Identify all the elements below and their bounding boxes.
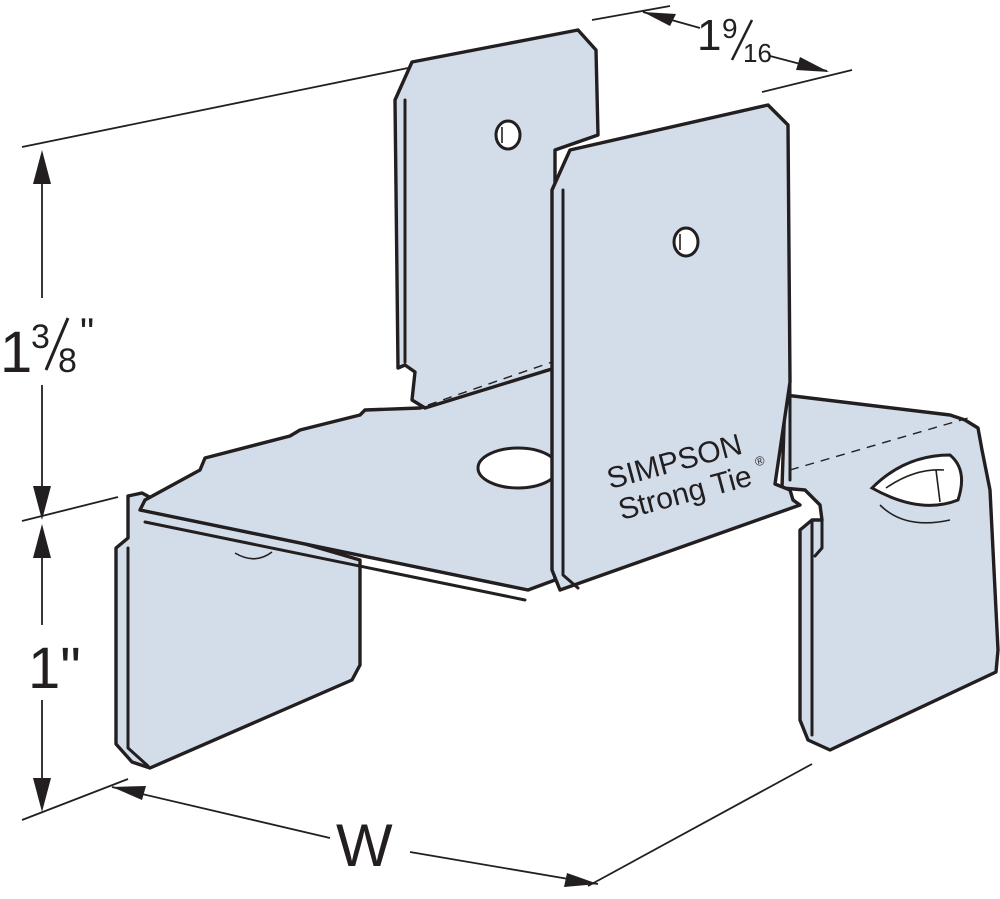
top-width-denominator: 16 (743, 38, 772, 68)
brand-registered: ® (753, 452, 767, 469)
dimension-top-width: 1 9 16 (697, 11, 772, 68)
upper-height-denominator: 8 (58, 342, 77, 380)
top-width-whole: 1 (697, 11, 721, 60)
front-flange (550, 103, 802, 592)
front-flange-hole (672, 226, 700, 258)
dimension-arrows (33, 12, 829, 887)
dimension-upper-height: 1 3 8 " (0, 311, 94, 385)
back-flange-hole (494, 119, 522, 151)
top-width-numerator: 9 (722, 13, 738, 44)
dimension-lower-height: 1" (28, 636, 81, 701)
dimension-width: W (336, 812, 393, 879)
upper-height-inch-mark: " (80, 311, 94, 355)
right-leg (780, 393, 1000, 752)
left-leg (114, 491, 362, 770)
upper-height-whole: 1 (0, 320, 32, 385)
post-base-hardware (114, 28, 1000, 770)
upper-height-numerator: 3 (31, 318, 50, 356)
base-hole (476, 446, 560, 490)
brand-logo: SIMPSON Strong Tie ® (603, 428, 767, 527)
